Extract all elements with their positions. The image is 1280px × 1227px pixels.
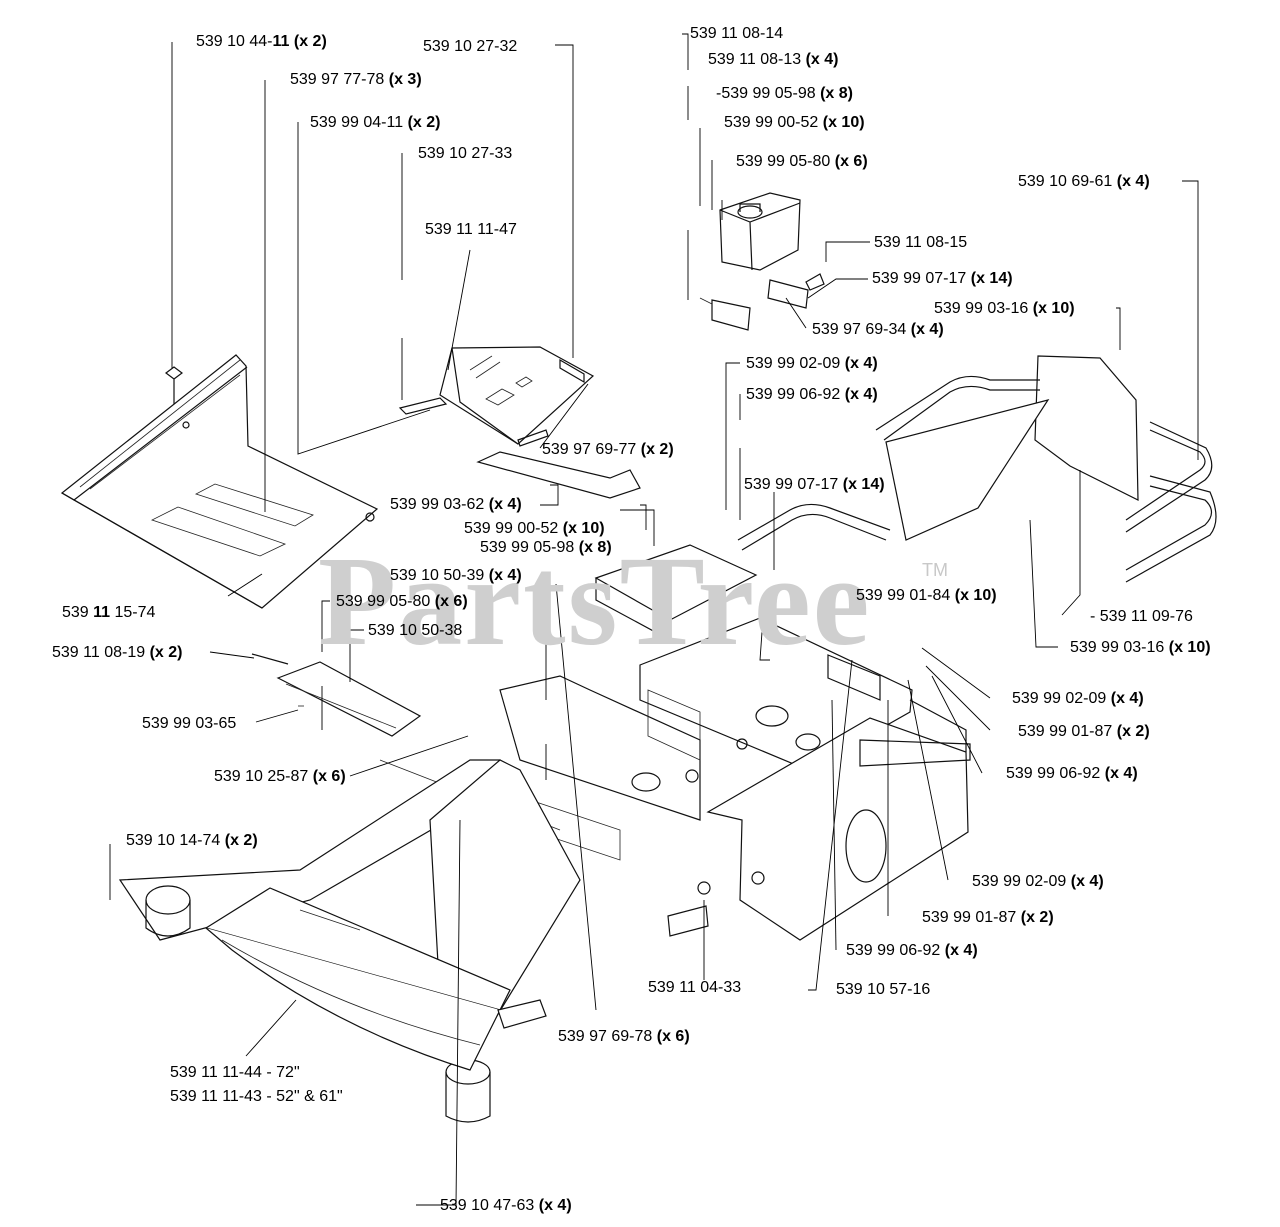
bracket-plate [827, 654, 881, 701]
part-label: 539 11 08-15 [874, 234, 968, 251]
part-label: 539 99 06-92 (x 4) [846, 942, 978, 959]
part-label: 539 11 08-13 (x 4) [708, 51, 839, 68]
mount-bracket-part [251, 653, 422, 737]
part-label: 539 10 14-74 (x 2) [126, 832, 258, 849]
part-label: 539 99 02-09 (x 4) [746, 355, 878, 372]
part-label: 539 99 01-87 (x 2) [922, 909, 1054, 926]
part-label: 539 11 11-47 [425, 221, 517, 238]
watermark-trademark: TM [922, 560, 948, 580]
part-label: 539 11 08-14 [690, 25, 784, 42]
part-label: 539 11 08-19 (x 2) [52, 644, 183, 661]
part-label: 539 99 07-17 (x 14) [872, 270, 1013, 287]
watermark: PartsTree [318, 530, 872, 672]
part-label: 539 99 00-52 (x 10) [464, 520, 605, 537]
link-rod [476, 451, 641, 499]
bumper-block [667, 905, 709, 937]
part-label: 539 10 27-32 [423, 38, 518, 55]
part-label: 539 10 57-16 [836, 981, 931, 998]
part-label: 539 99 03-16 (x 10) [1070, 639, 1211, 656]
part-label: 539 11 11-43 - 52" & 61" [170, 1088, 343, 1105]
part-label: 539 99 06-92 (x 4) [1006, 765, 1138, 782]
part-label: 539 99 05-80 (x 6) [736, 153, 868, 170]
part-label: 539 99 00-52 (x 10) [724, 114, 865, 131]
part-label: 539 99 02-09 (x 4) [972, 873, 1104, 890]
part-label: 539 99 06-92 (x 4) [746, 386, 878, 403]
part-label: - 539 11 09-76 [1090, 608, 1193, 625]
part-label: 539 97 69-34 (x 4) [812, 321, 944, 338]
part-label: 539 11 04-33 [648, 979, 742, 996]
part-label: 539 97 77-78 (x 3) [290, 71, 422, 88]
part-label: 539 10 50-38 [368, 622, 463, 639]
part-label: 539 99 05-80 (x 6) [336, 593, 468, 610]
seat-bracket-part [398, 346, 595, 447]
part-label: 539 99 03-65 [142, 715, 237, 732]
part-label: 539 99 01-87 (x 2) [1018, 723, 1150, 740]
part-label: -539 99 05-98 (x 8) [716, 85, 853, 102]
part-label: 539 99 05-98 (x 8) [480, 539, 612, 556]
part-label: 539 10 44-11 (x 2) [196, 33, 327, 50]
tank-part [699, 192, 825, 331]
part-label: 539 10 27-33 [418, 145, 513, 162]
part-label: 539 97 69-78 (x 6) [558, 1028, 690, 1045]
part-label: 539 99 07-17 (x 14) [744, 476, 885, 493]
part-label: 539 11 15-74 [62, 604, 156, 621]
part-label: 539 10 50-39 (x 4) [390, 567, 522, 584]
leader-lines [109, 33, 1199, 1206]
floor-pan-part [60, 354, 379, 609]
part-label: 539 10 69-61 (x 4) [1018, 173, 1150, 190]
part-label: 539 99 04-11 (x 2) [310, 114, 441, 131]
part-label: 539 99 03-62 (x 4) [390, 496, 522, 513]
part-label: 539 97 69-77 (x 2) [542, 441, 674, 458]
bumper-block [497, 999, 547, 1029]
rops-frame-part [737, 355, 1217, 583]
part-label: 539 99 02-09 (x 4) [1012, 690, 1144, 707]
part-label: 539 10 25-87 (x 6) [214, 768, 346, 785]
front-panel-part [204, 887, 511, 1071]
part-label: 539 10 47-63 (x 4) [440, 1197, 572, 1214]
part-label: 539 99 01-84 (x 10) [856, 587, 997, 604]
part-label: 539 11 11-44 - 72" [170, 1064, 300, 1081]
part-label: 539 99 03-16 (x 10) [934, 300, 1075, 317]
